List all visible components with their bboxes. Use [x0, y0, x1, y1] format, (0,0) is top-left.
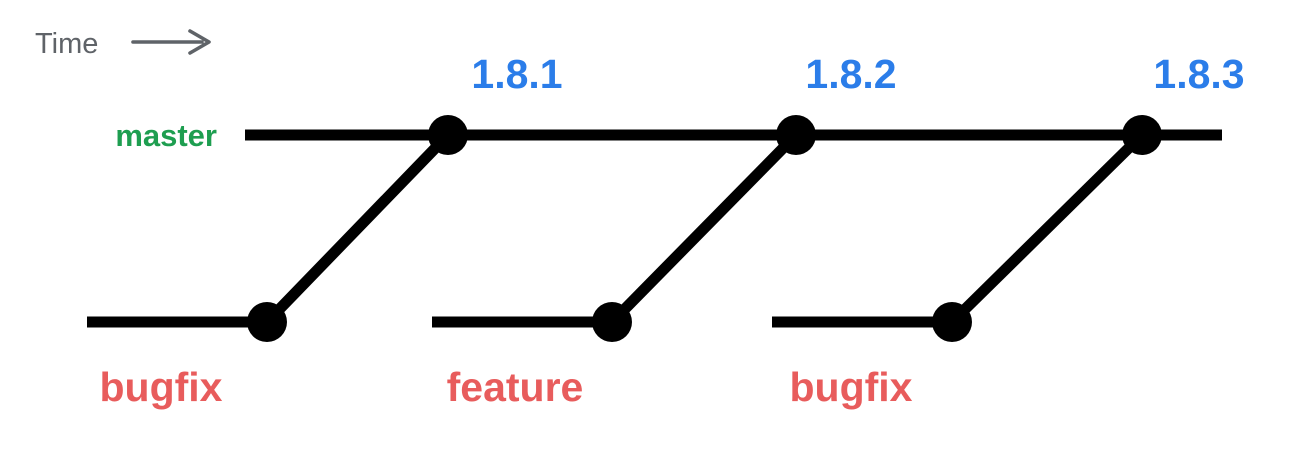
commit-dot-feature — [592, 302, 632, 342]
topic-branch-label-bugfix-2: bugfix — [790, 364, 913, 410]
master-branch-label: master — [115, 118, 217, 153]
time-axis: Time — [35, 28, 211, 60]
commit-dot-release-183 — [1122, 115, 1162, 155]
merge-line-bugfix-2-to-183 — [948, 131, 1146, 326]
release-tag-181: 1.8.1 — [471, 51, 562, 97]
time-axis-label: Time — [35, 28, 98, 60]
commit-dot-bugfix-1 — [247, 302, 287, 342]
merge-line-bugfix-1-to-181 — [263, 131, 452, 326]
commit-dot-release-182 — [776, 115, 816, 155]
topic-branch-label-feature: feature — [447, 364, 584, 410]
commit-dot-release-181 — [428, 115, 468, 155]
right-arrow-icon — [131, 29, 211, 55]
commit-dot-bugfix-2 — [932, 302, 972, 342]
release-tag-182: 1.8.2 — [805, 51, 896, 97]
topic-branch-label-bugfix-1: bugfix — [100, 364, 223, 410]
merge-line-feature-to-182 — [608, 131, 800, 326]
release-tag-183: 1.8.3 — [1153, 51, 1244, 97]
